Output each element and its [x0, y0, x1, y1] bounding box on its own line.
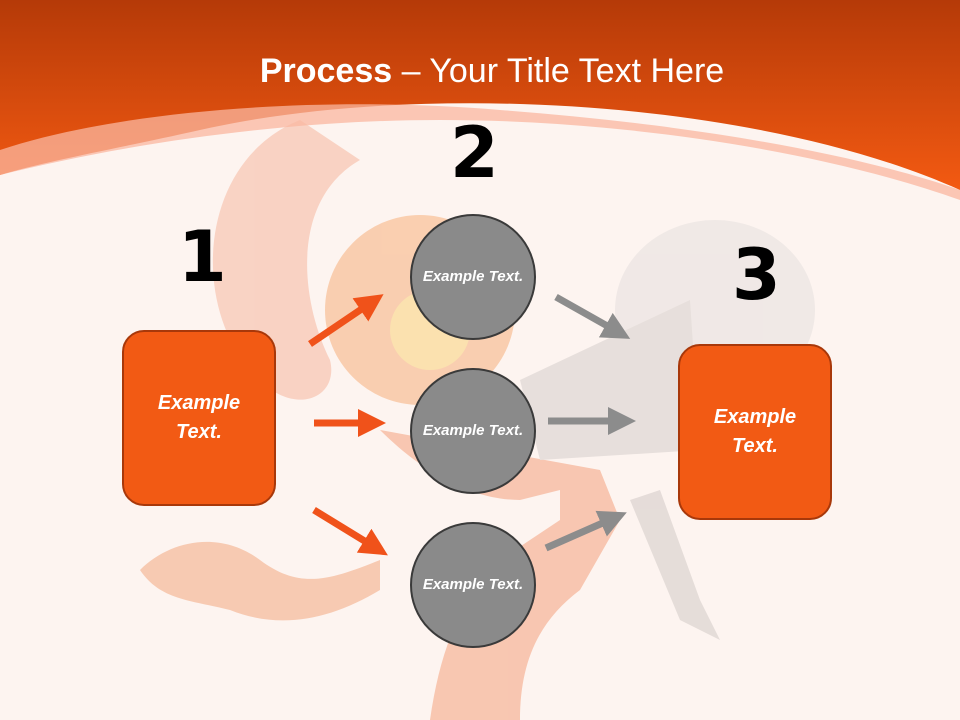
step-number-1: 1: [178, 216, 227, 298]
arrow-bottom-to-box3: [544, 510, 627, 552]
arrow-top-to-box3: [554, 293, 631, 339]
arrow-to-top-circle: [308, 294, 384, 347]
title-bold: Process: [259, 52, 393, 90]
circle-middle: Example Text.: [410, 368, 536, 494]
step-3-box: Example Text.: [678, 344, 832, 520]
slide-title: Process – Your Title Text Here: [0, 52, 960, 91]
circle-top: Example Text.: [410, 214, 536, 340]
title-rest: Your Title Text Here: [429, 52, 725, 90]
step-number-3: 3: [732, 234, 781, 316]
title-dash: –: [392, 52, 430, 90]
step-1-box: Example Text.: [122, 330, 276, 506]
arrow-to-bottom-circle: [312, 507, 388, 556]
step-number-2: 2: [450, 112, 499, 194]
circle-bottom: Example Text.: [410, 522, 536, 648]
